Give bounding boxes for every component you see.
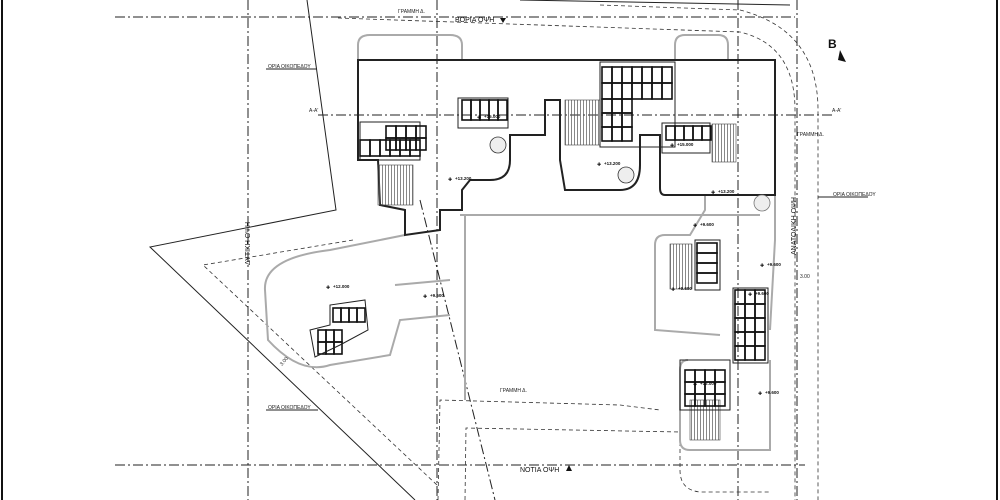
- east-view-label: ΑΝΑΤΟΛΙΚΗ ΟΨΗ: [791, 197, 798, 255]
- west-view-label: ΔΥΤΙΚΗ ΟΨΗ: [245, 222, 252, 265]
- level-cross-icon: ✚: [670, 143, 674, 149]
- spiral-stair-icon: [617, 166, 635, 184]
- level-cross-icon: ✚: [748, 292, 752, 298]
- north-view-label: ΒΟΡΙΑ ΟΨΗ: [455, 17, 494, 24]
- level-cross-icon: ✚: [671, 287, 675, 293]
- level-label: +12.000: [700, 381, 717, 386]
- pergola-cell: [356, 307, 366, 323]
- level-cross-icon: ✚: [477, 115, 481, 121]
- plot-limit-label: ΟΡΙΑ ΟΙΚΟΠΕΔΟΥ: [268, 64, 311, 70]
- plot-boundary: [148, 0, 819, 500]
- view-arrow-icon: [500, 18, 506, 23]
- stair-hatch: [564, 99, 601, 146]
- section-mark: A-A': [309, 108, 318, 114]
- lower-buildings: [309, 239, 769, 411]
- spiral-stairs: [489, 136, 771, 212]
- level-label: +13.200: [455, 176, 472, 181]
- level-cross-icon: ✚: [326, 285, 330, 291]
- building-line-label: ΓΡΑΜΜΗ Δ.: [398, 9, 425, 15]
- level-cross-icon: ✚: [711, 190, 715, 196]
- pergola-cell: [714, 393, 726, 407]
- level-cross-icon: ✚: [597, 162, 601, 168]
- level-markers: ✚+15.000✚+13.200✚+13.200✚+15.000✚+13.200…: [326, 114, 781, 397]
- building-line-label: ΓΡΑΜΜΗ Δ.: [500, 388, 527, 394]
- section-mark: A-A': [832, 108, 841, 114]
- level-cross-icon: ✚: [448, 177, 452, 183]
- spiral-stair-icon: [753, 194, 771, 212]
- level-label: +15.000: [484, 114, 501, 119]
- dimension-label: 3.00: [800, 274, 810, 280]
- pergola-cell: [754, 345, 766, 361]
- level-label: +15.000: [677, 142, 694, 147]
- level-cross-icon: ✚: [693, 382, 697, 388]
- building-line-label: ΓΡΑΜΜΗ Δ.: [797, 132, 824, 138]
- main-building: [357, 59, 776, 441]
- level-label: +9.600: [678, 286, 692, 291]
- pergola-cell: [415, 137, 427, 151]
- level-label: +9.600: [767, 262, 781, 267]
- pergola-cell: [696, 272, 718, 284]
- pergola-cell: [661, 82, 673, 100]
- level-label: +9.600: [430, 293, 444, 298]
- north-arrow-icon: [838, 50, 846, 62]
- level-cross-icon: ✚: [423, 294, 427, 300]
- dimension-label: 3.00: [279, 356, 290, 367]
- level-label: +9.600: [765, 390, 779, 395]
- north-arrow-label: B: [828, 37, 837, 51]
- level-cross-icon: ✚: [760, 263, 764, 269]
- pergola-cell: [621, 126, 633, 142]
- stair-hatch: [711, 123, 737, 163]
- level-label: +13.200: [604, 161, 621, 166]
- spiral-stair-icon: [489, 136, 507, 154]
- level-label: +9.600: [700, 222, 714, 227]
- plot-limit-label: ΟΡΙΑ ΟΙΚΟΠΕΔΟΥ: [268, 405, 311, 411]
- pergola-cell: [409, 139, 421, 157]
- level-label: +12.000: [333, 284, 350, 289]
- pergola-cell: [497, 99, 508, 121]
- stair-hatch: [377, 164, 414, 206]
- plot-limit-label: ΟΡΙΑ ΟΙΚΟΠΕΔΟΥ: [833, 192, 876, 198]
- pergola-cell: [701, 125, 712, 141]
- stair-hatch: [669, 243, 693, 290]
- pergola-grids: [317, 66, 766, 407]
- south-view-label: ΝΟΤΙΑ ΟΨΗ: [520, 467, 559, 474]
- view-arrow-icon: [566, 465, 572, 471]
- level-label: +9.600: [755, 291, 769, 296]
- level-cross-icon: ✚: [758, 391, 762, 397]
- level-cross-icon: ✚: [693, 223, 697, 229]
- level-label: +13.200: [718, 189, 735, 194]
